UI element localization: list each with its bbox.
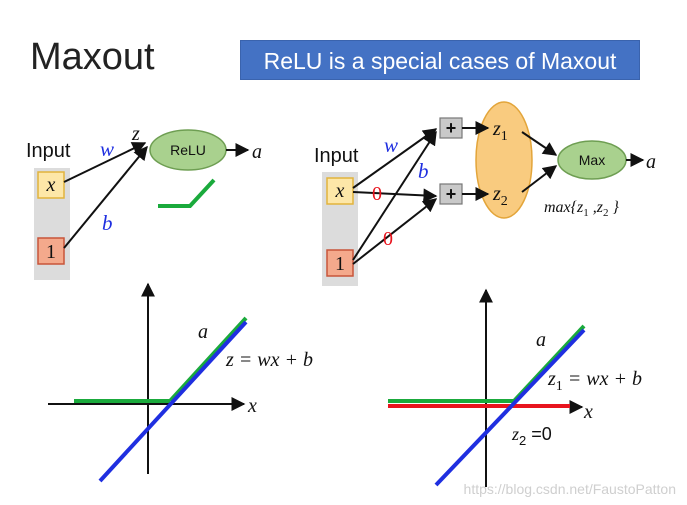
right-edge-x-top <box>352 128 438 189</box>
z1-label: z1 <box>492 118 508 144</box>
left-input-one-label: 1 <box>46 241 56 263</box>
left-plot: a z = wx + b x <box>48 282 313 483</box>
z2-label: z2 <box>492 183 508 209</box>
left-input-label: Input <box>26 140 71 162</box>
left-plot-equation: z = wx + b <box>225 349 313 371</box>
banner: ReLU is a special cases of Maxout <box>240 40 640 80</box>
right-input-label: Input <box>314 145 359 167</box>
left-edge-b <box>63 145 148 249</box>
right-network: Input x 1 w b 0 0 + + z1 z2 <box>314 101 656 286</box>
right-edge-one-bottom <box>352 198 438 265</box>
right-input-one-label: 1 <box>335 253 345 275</box>
right-plot-blue-line <box>434 328 586 487</box>
left-z-label: z <box>131 123 140 145</box>
right-edge-x-bottom <box>352 188 438 203</box>
left-input-x-box <box>37 171 65 199</box>
left-network: Input x 1 w b z ReLU a <box>26 123 262 280</box>
left-plot-green-ramp <box>168 316 248 403</box>
right-input-x-box <box>326 177 354 205</box>
right-plot-x-label: x <box>583 401 593 423</box>
right-weight-zero-bottom: 0 <box>383 228 393 250</box>
left-plot-a-label: a <box>198 321 208 343</box>
slide-title: Maxout <box>30 36 155 78</box>
plus-icon-bottom: + <box>446 184 457 204</box>
watermark: https://blog.csdn.net/FaustoPatton <box>464 481 676 497</box>
z2-to-max-arrow <box>521 165 558 193</box>
max-expression: max{z1 ,z2 } <box>544 199 620 219</box>
left-weight-w: w <box>100 137 114 161</box>
right-plot-a-label: a <box>536 329 546 351</box>
left-input-x-label: x <box>46 174 56 196</box>
right-weight-b: b <box>418 159 429 183</box>
left-plot-x-label: x <box>247 395 257 417</box>
plus-icon-top: + <box>446 118 457 138</box>
left-edge-w <box>63 142 147 183</box>
relu-output-a: a <box>252 141 262 163</box>
right-plot: a z1 = wx + b x z2 =0 <box>388 288 642 487</box>
right-input-x-label: x <box>335 180 345 202</box>
right-edge-one-top <box>352 130 437 261</box>
left-plot-blue-line <box>98 320 248 483</box>
z1-to-max-arrow <box>521 131 558 156</box>
right-weight-zero-top: 0 <box>372 183 382 205</box>
relu-shape-icon <box>158 178 216 208</box>
max-output-a: a <box>646 151 656 173</box>
z-group-ellipse <box>475 101 533 219</box>
max-node-label: Max <box>579 152 605 168</box>
right-weight-w: w <box>384 133 398 157</box>
left-input-one-box <box>37 237 65 265</box>
left-weight-b: b <box>102 211 113 235</box>
right-plot-z1-equation: z1 = wx + b <box>547 368 642 394</box>
relu-node-label: ReLU <box>170 142 206 158</box>
right-plot-z2-equation: z2 =0 <box>511 424 552 448</box>
